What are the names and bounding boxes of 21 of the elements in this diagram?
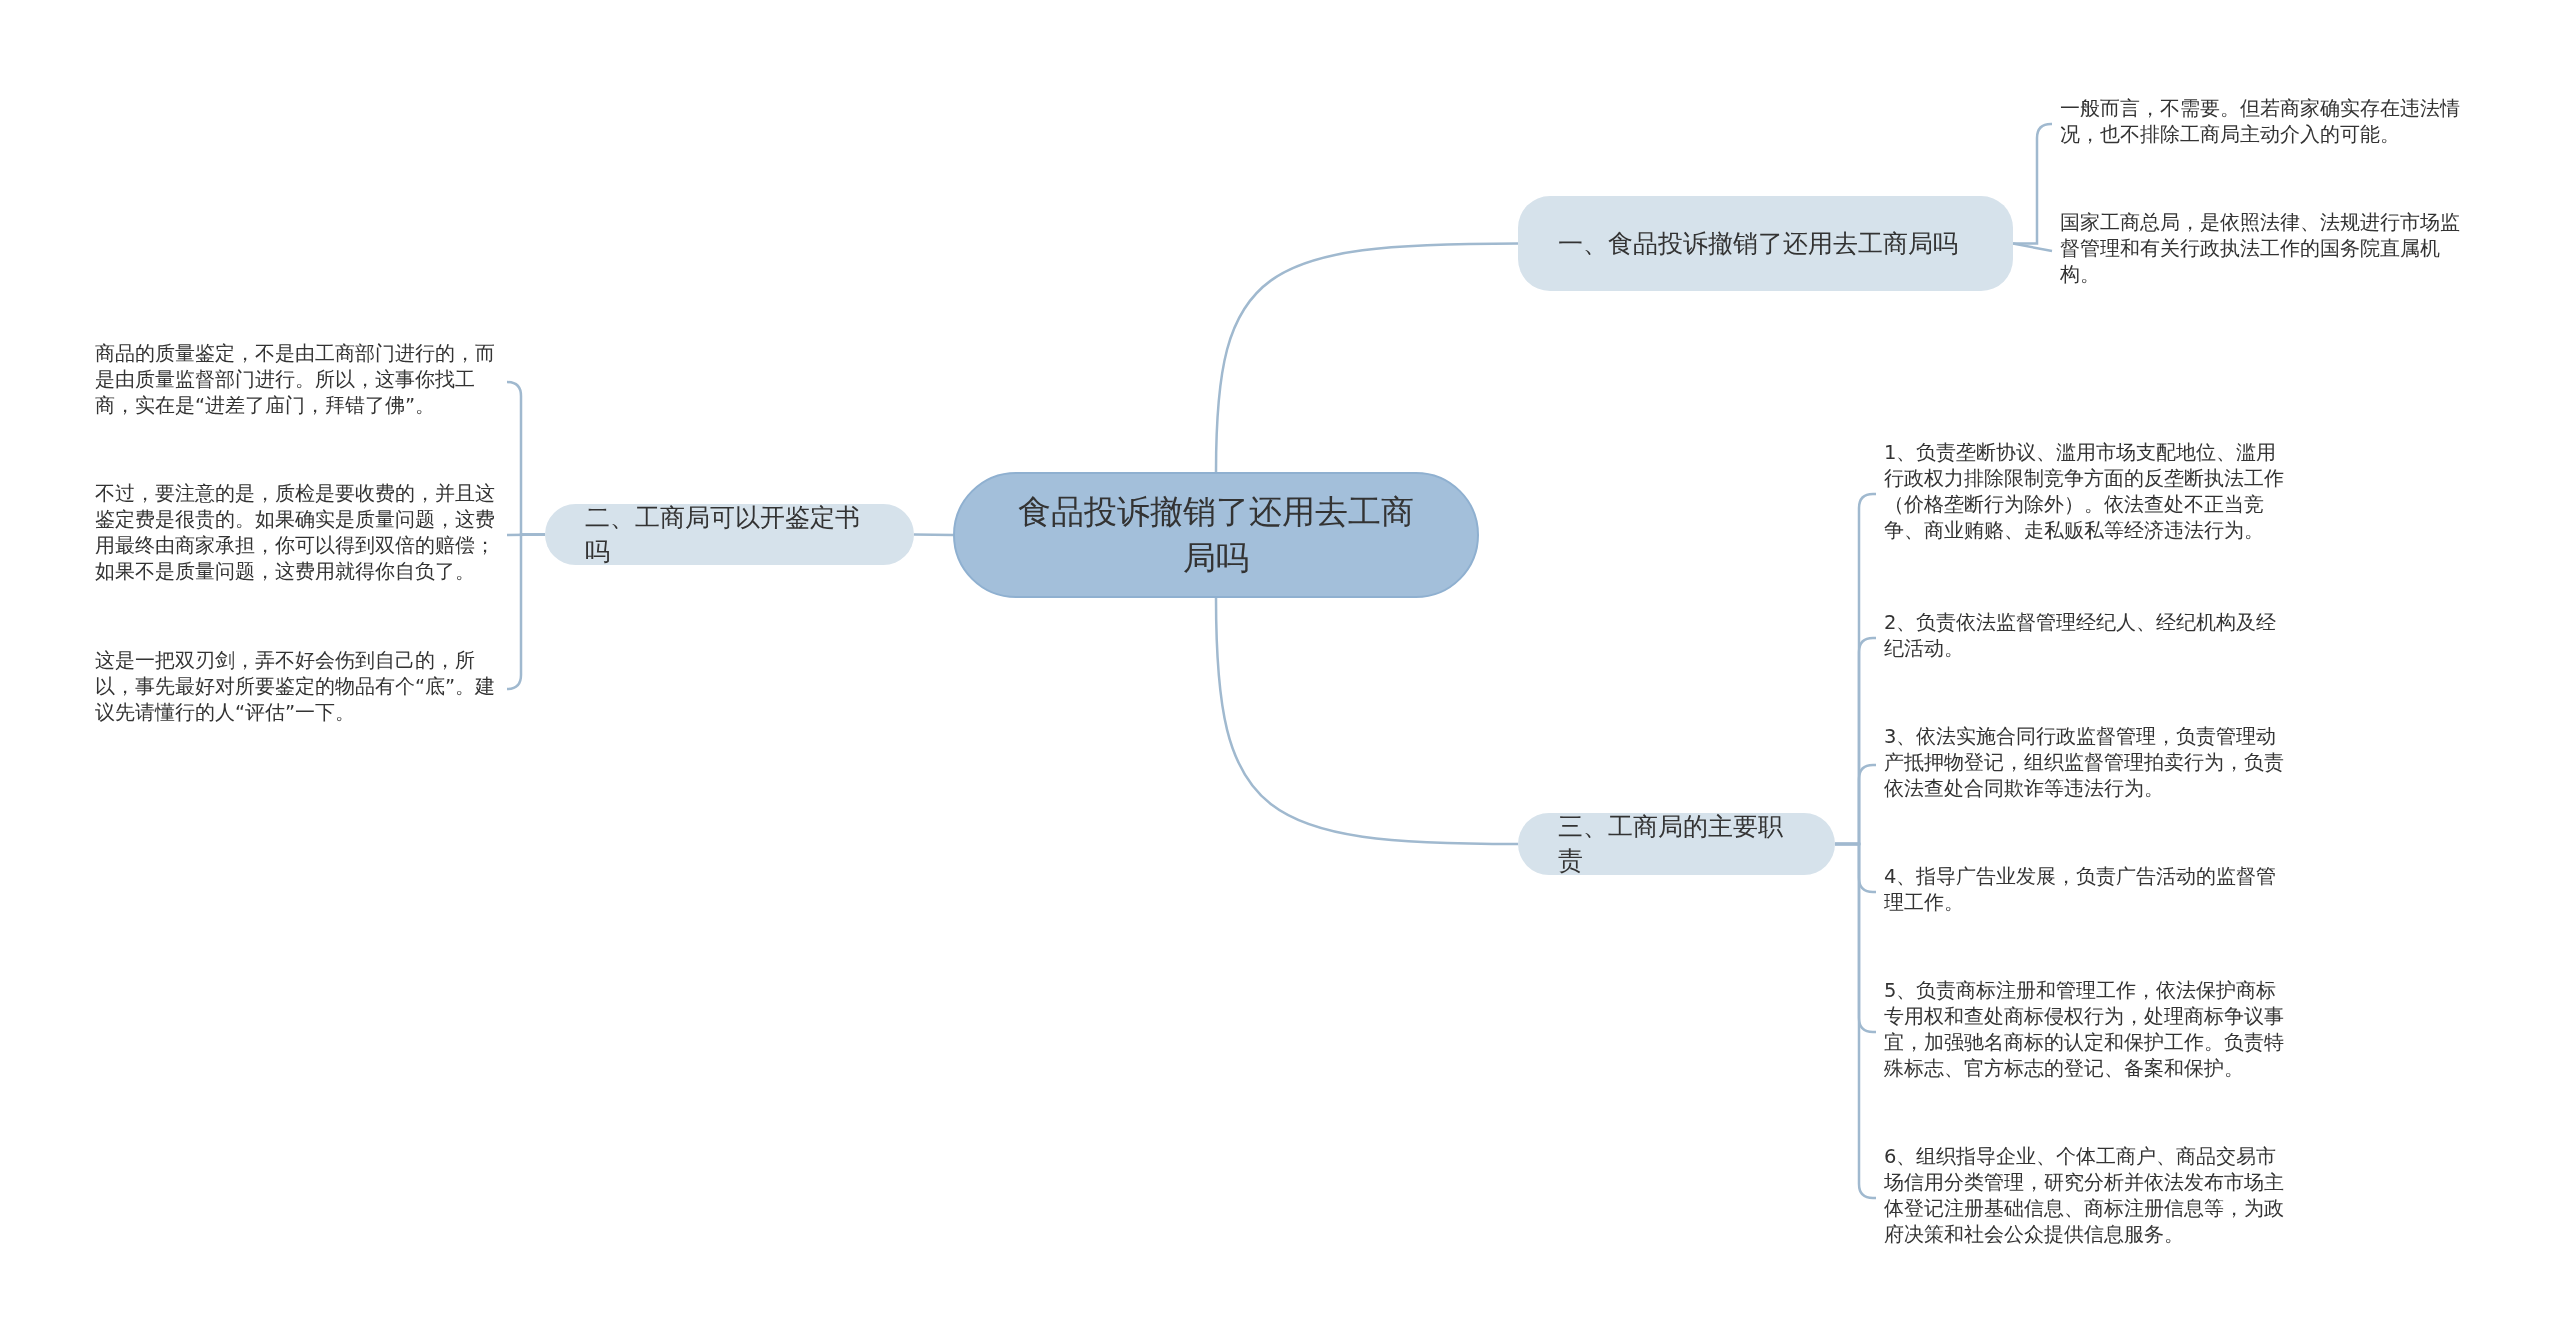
central-topic: 食品投诉撤销了还用去工商局吗 (953, 472, 1479, 598)
connector-line (2013, 122, 2053, 245)
leaf-text: 2、负责依法监督管理经纪人、经纪机构及经纪活动。 (1876, 610, 2296, 666)
leaf-text: 不过，要注意的是，质检是要收费的，并且这鉴定费是很贵的。如果确实是质量问题，这费用最终由商家承担，你可以得到双倍的赔偿；如果不是质量问题，这费用就得你自负了。 (87, 481, 507, 589)
leaf-text: 3、依法实施合同行政监督管理，负责管理动产抵押物登记，组织监督管理拍卖行为，负责依法查处合同欺诈等违法行为。 (1876, 724, 2296, 806)
leaf-text: 5、负责商标注册和管理工作，依法保护商标专用权和查处商标侵权行为，处理商标争议事宜，加强驰名商标的认定和保护工作。负责特殊标志、官方标志的登记、备案和保护。 (1876, 978, 2296, 1086)
leaf-text: 国家工商总局，是依照法律、法规进行市场监督管理和有关行政执法工作的国务院直属机构。 (2052, 210, 2472, 292)
leaf-text: 6、组织指导企业、个体工商户、商品交易市场信用分类管理，研究分析并依法发布市场主体登记注册基础信息、商标注册信息等，为政府决策和社会公众提供信息服务。 (1876, 1144, 2296, 1252)
topic-box: 二、工商局可以开鉴定书吗 (545, 504, 914, 565)
connector-line (1214, 597, 1518, 846)
connector-line (505, 533, 545, 691)
leaf-text: 1、负责垄断协议、滥用市场支配地位、滥用行政权力排除限制竞争方面的反垄断执法工作（价格垄断行为除外）。依法查处不正当竞争、商业贿赂、走私贩私等经济违法行为。 (1876, 440, 2296, 548)
topic-box: 三、工商局的主要职责 (1518, 813, 1835, 875)
leaf-text: 商品的质量鉴定，不是由工商部门进行的，而是由质量监督部门进行。所以，这事你找工商，实在是“进差了庙门，拜错了佛”。 (87, 341, 507, 423)
connector-line (2012, 242, 2053, 253)
topic-box: 一、食品投诉撤销了还用去工商局吗 (1518, 196, 2013, 291)
connector-line (914, 533, 953, 537)
connector-line (1214, 242, 1518, 473)
leaf-text: 这是一把双刃剑，弄不好会伤到自己的，所以，事先最好对所要鉴定的物品有个“底”。建议先请懂行的人“评估”一下。 (87, 648, 507, 730)
leaf-text: 一般而言，不需要。但若商家确实存在违法情况，也不排除工商局主动介入的可能。 (2052, 96, 2472, 152)
leaf-text: 4、指导广告业发展，负责广告活动的监督管理工作。 (1876, 864, 2296, 920)
